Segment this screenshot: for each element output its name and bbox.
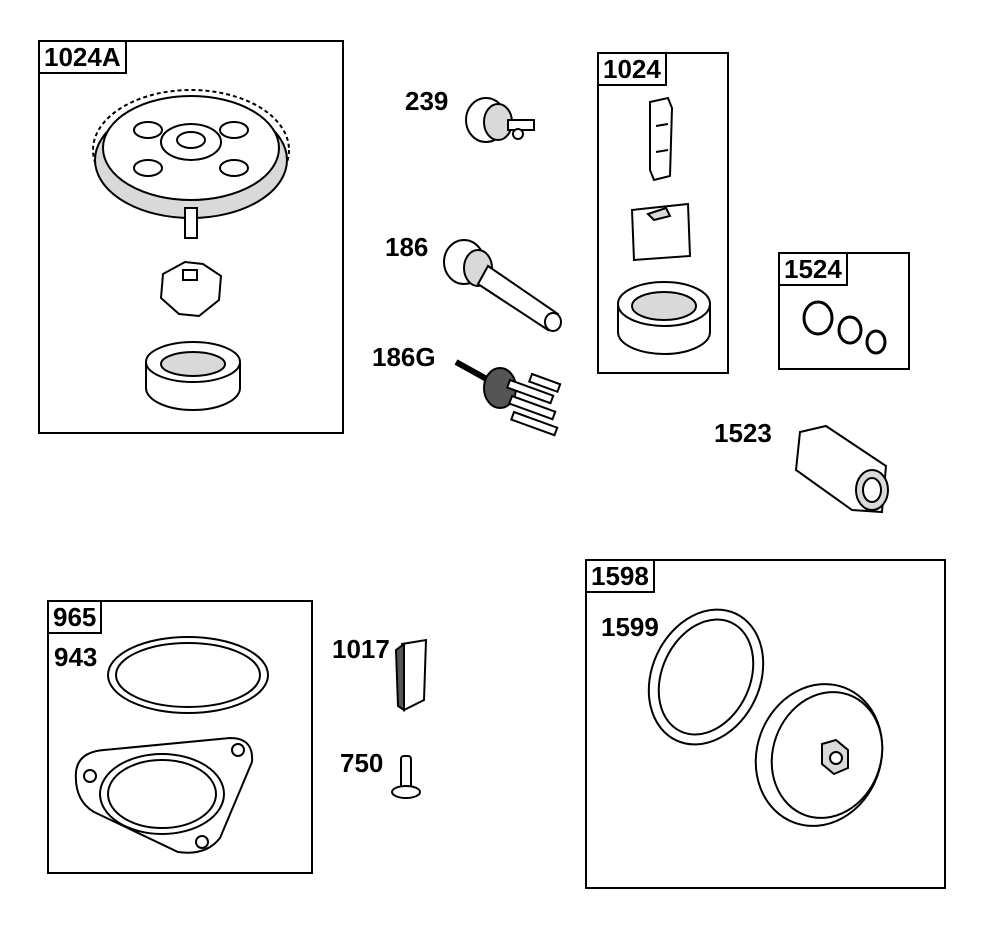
part-1599-ring [645,604,767,750]
part-239-sensor [460,90,540,154]
group-1024a-label: 1024A [38,40,127,74]
callout-239: 239 [405,86,449,116]
part-750-pin [388,752,424,804]
callout-186: 186 [385,232,429,262]
outer-rotor-1024-part [612,276,716,360]
drive-shaft-part [640,96,680,184]
group-1024-box: 1024 [597,52,729,374]
group-1024-label: 1024 [597,52,667,86]
callout-1599: 1599 [601,612,659,642]
filter-mount-plate-part [70,732,260,860]
oil-filter-cap-part [748,678,890,832]
group-965-box: 965 [47,600,313,874]
part-186g-valve [452,352,568,442]
group-1598-box: 1598 [585,559,946,889]
part-1017-clip [390,636,436,716]
group-1598-label: 1598 [585,559,655,593]
cam-gear-part [88,84,294,244]
callout-186g: 186G [372,342,436,372]
o-ring-set-part [800,298,892,358]
group-1524-box: 1524 [778,252,910,370]
part-943-gasket [104,632,272,718]
group-1024a-box: 1024A [38,40,344,434]
callout-943: 943 [54,642,98,672]
group-1524-label: 1524 [778,252,848,286]
callout-1523: 1523 [714,418,772,448]
inner-rotor-1024-part [626,196,696,266]
part-1523-adapter [786,418,902,518]
callout-750: 750 [340,748,384,778]
outer-rotor-part [140,336,246,412]
callout-1017: 1017 [332,634,390,664]
inner-rotor-part [155,256,229,324]
group-965-label: 965 [47,600,103,634]
part-186-valve [440,236,570,336]
